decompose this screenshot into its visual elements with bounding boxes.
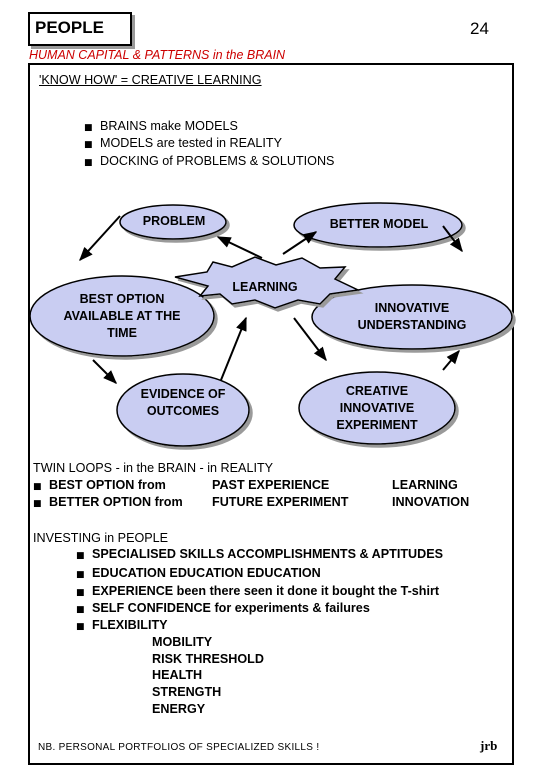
innovative-understanding-node — [311, 284, 513, 350]
investing-heading: INVESTING in PEOPLE — [33, 531, 169, 545]
twin-loops-cell: PAST EXPERIENCE — [212, 478, 330, 492]
learning-burst — [174, 256, 361, 309]
flexibility-item: ENERGY — [152, 702, 206, 716]
flexibility-item: RISK THRESHOLD — [152, 652, 264, 666]
square-bullet-icon: ■ — [76, 588, 85, 598]
arrow — [442, 349, 460, 371]
author-mark: jrb — [480, 738, 498, 753]
intro-bullet: ■MODELS are tested in REALITY — [84, 136, 282, 150]
investing-bullet: ■SELF CONFIDENCE for experiments & failu… — [76, 601, 370, 615]
flexibility-item: MOBILITY — [152, 635, 213, 649]
twin-loops-row: ■BETTER OPTION from — [33, 495, 183, 509]
square-bullet-icon: ■ — [84, 158, 93, 168]
square-bullet-icon: ■ — [33, 482, 42, 492]
arrow — [92, 359, 117, 384]
best-option-label: BEST OPTION AVAILABLE AT THE TIME — [63, 292, 181, 340]
intro-bullet: ■DOCKING of PROBLEMS & SOLUTIONS — [84, 154, 335, 168]
investing-bullet: ■SPECIALISED SKILLS ACCOMPLISHMENTS & AP… — [76, 547, 444, 561]
square-bullet-icon: ■ — [84, 140, 93, 150]
twin-loops-row: ■BEST OPTION from — [33, 478, 166, 492]
footer-note: NB. PERSONAL PORTFOLIOS OF SPECIALIZED S… — [38, 742, 320, 753]
intro-bullet: ■BRAINS make MODELS — [84, 119, 238, 133]
square-bullet-icon: ■ — [76, 551, 85, 561]
square-bullet-icon: ■ — [33, 499, 42, 509]
twin-loops-heading: TWIN LOOPS - in the BRAIN - in REALITY — [33, 461, 274, 475]
square-bullet-icon: ■ — [76, 622, 85, 632]
twin-loops-cell: LEARNING — [392, 478, 458, 492]
learning-label: LEARNING — [232, 280, 298, 294]
innovative-understanding-label: INNOVATIVE UNDERSTANDING — [357, 301, 467, 332]
content-frame — [28, 63, 514, 765]
arrow — [220, 316, 247, 381]
better-model-node — [293, 202, 463, 248]
problem-node — [119, 204, 227, 240]
square-bullet-icon: ■ — [84, 123, 93, 133]
investing-bullet: ■EXPERIENCE been there seen it done it b… — [76, 584, 440, 598]
page-number: 24 — [470, 19, 489, 38]
investing-bullet: ■EDUCATION EDUCATION EDUCATION — [76, 566, 321, 580]
twin-loops-cell: FUTURE EXPERIMENT — [212, 495, 349, 509]
evidence-node — [116, 373, 250, 447]
evidence-label: EVIDENCE OF OUTCOMES — [140, 387, 226, 418]
flexibility-item: HEALTH — [152, 668, 203, 682]
title-box — [28, 12, 132, 46]
problem-label: PROBLEM — [142, 214, 206, 228]
creative-experiment-label: CREATIVE INNOVATIVE EXPERIMENT — [336, 384, 418, 432]
intro-heading: 'KNOW HOW' = CREATIVE LEARNING — [39, 73, 262, 87]
investing-bullet: ■FLEXIBILITY — [76, 618, 168, 632]
arrow — [216, 236, 263, 259]
square-bullet-icon: ■ — [76, 605, 85, 615]
subtitle: HUMAN CAPITAL & PATTERNS in the BRAIN — [29, 48, 286, 62]
arrow — [79, 215, 121, 262]
twin-loops-cell: INNOVATION — [392, 495, 470, 509]
page-title: PEOPLE — [35, 18, 104, 37]
best-option-node — [29, 275, 215, 357]
arrow — [293, 317, 327, 362]
arrow — [442, 225, 463, 253]
better-model-label: BETTER MODEL — [329, 217, 429, 231]
creative-experiment-node — [298, 371, 456, 445]
arrow — [282, 231, 318, 255]
flexibility-item: STRENGTH — [152, 685, 222, 699]
square-bullet-icon: ■ — [76, 570, 85, 580]
